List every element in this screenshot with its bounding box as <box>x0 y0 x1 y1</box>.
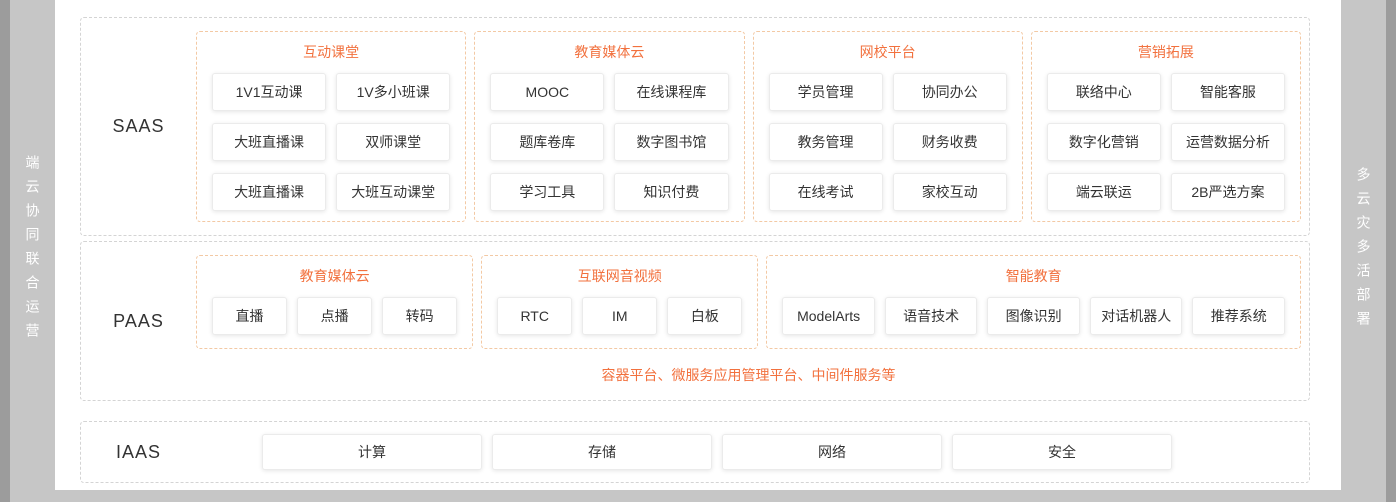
paas-label: PAAS <box>113 310 164 331</box>
group-title: 互联网音视频 <box>577 268 662 284</box>
item-card: 对话机器人 <box>1089 297 1183 335</box>
group-title: 智能教育 <box>1005 268 1062 284</box>
item-card: 转码 <box>382 297 458 335</box>
saas-group-edu-media-cloud: 教育媒体云 MOOC 在线课程库 题库卷库 数字图书馆 学习工具 知识付费 <box>474 31 745 222</box>
diagram-canvas: SAAS 互动课堂 1V1互动课 1V多小班课 大班直播课 双师课堂 大班直播课… <box>55 0 1341 490</box>
item-card: 语音技术 <box>884 297 978 335</box>
left-sidebar: 端云协同联合运营 <box>10 0 55 502</box>
item-card: 大班直播课 <box>212 173 327 211</box>
item-card: 数字化营销 <box>1046 123 1161 161</box>
item-card: 点播 <box>297 297 373 335</box>
paas-group-ai-education: 智能教育 ModelArts 语音技术 图像识别 对话机器人 推荐系统 <box>766 255 1301 349</box>
item-card: RTC <box>497 297 573 335</box>
item-card: ModelArts <box>782 297 875 335</box>
item-card: IM <box>582 297 658 335</box>
item-card: 协同办公 <box>892 73 1007 111</box>
item-card: 大班直播课 <box>212 123 327 161</box>
saas-group-interactive-classroom: 互动课堂 1V1互动课 1V多小班课 大班直播课 双师课堂 大班直播课 大班互动… <box>196 31 467 222</box>
paas-layer: PAAS 教育媒体云 直播 点播 转码 互联网音视频 RTC IM <box>80 241 1310 401</box>
saas-layer: SAAS 互动课堂 1V1互动课 1V多小班课 大班直播课 双师课堂 大班直播课… <box>80 17 1310 236</box>
item-card: 1V多小班课 <box>336 73 451 111</box>
saas-group-marketing-expansion: 营销拓展 联络中心 智能客服 数字化营销 运营数据分析 端云联运 2B严选方案 <box>1030 31 1301 222</box>
saas-label: SAAS <box>112 116 165 136</box>
item-card: MOOC <box>490 73 605 111</box>
item-card: 直播 <box>212 297 288 335</box>
item-card: 联络中心 <box>1046 73 1161 111</box>
item-card: 智能客服 <box>1170 73 1285 111</box>
group-title: 教育媒体云 <box>299 268 370 284</box>
right-sidebar: 多云灾多活部署 <box>1341 0 1386 502</box>
group-title: 网校平台 <box>859 44 916 60</box>
iaas-layer: IAAS 计算 存储 网络 安全 <box>80 421 1310 483</box>
right-edge-strip <box>1386 0 1396 502</box>
item-card: 白板 <box>667 297 743 335</box>
item-card: 数字图书馆 <box>614 123 729 161</box>
item-card: 在线课程库 <box>614 73 729 111</box>
item-card: 双师课堂 <box>336 123 451 161</box>
item-card: 学习工具 <box>490 173 605 211</box>
item-card: 图像识别 <box>987 297 1080 335</box>
item-card: 2B严选方案 <box>1170 173 1285 211</box>
saas-group-online-school-platform: 网校平台 学员管理 协同办公 教务管理 财务收费 在线考试 家校互动 <box>752 31 1023 222</box>
item-card: 题库卷库 <box>490 123 605 161</box>
right-sidebar-vertical-text: 多云灾多活部署 <box>1355 167 1372 335</box>
item-card: 财务收费 <box>892 123 1007 161</box>
paas-group-edu-media-cloud: 教育媒体云 直播 点播 转码 <box>196 255 474 349</box>
left-sidebar-vertical-text: 端云协同联合运营 <box>24 155 41 347</box>
item-card: 网络 <box>722 434 942 470</box>
item-card: 计算 <box>262 434 482 470</box>
group-title: 教育媒体云 <box>574 44 645 60</box>
paas-footnote: 容器平台、微服务应用管理平台、中间件服务等 <box>601 367 896 383</box>
item-card: 知识付费 <box>614 173 729 211</box>
item-card: 家校互动 <box>892 173 1007 211</box>
item-card: 安全 <box>952 434 1172 470</box>
group-title: 互动课堂 <box>303 44 360 60</box>
item-card: 运营数据分析 <box>1170 123 1285 161</box>
iaas-label: IAAS <box>115 441 162 462</box>
item-card: 大班互动课堂 <box>336 173 451 211</box>
item-card: 教务管理 <box>768 123 883 161</box>
item-card: 存储 <box>492 434 712 470</box>
item-card: 在线考试 <box>768 173 883 211</box>
left-edge-strip <box>0 0 10 502</box>
item-card: 1V1互动课 <box>212 73 327 111</box>
paas-group-internet-audio-video: 互联网音视频 RTC IM 白板 <box>481 255 759 349</box>
item-card: 端云联运 <box>1046 173 1161 211</box>
item-card: 学员管理 <box>768 73 883 111</box>
group-title: 营销拓展 <box>1137 44 1194 60</box>
item-card: 推荐系统 <box>1192 297 1285 335</box>
